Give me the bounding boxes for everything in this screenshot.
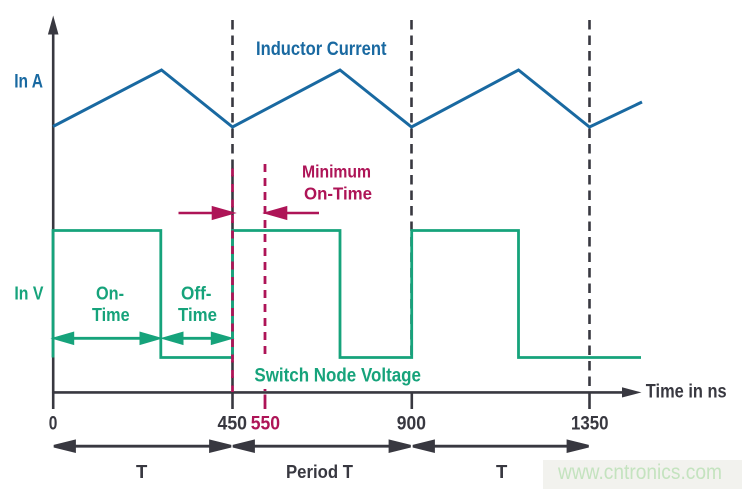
svg-text:Time in ns: Time in ns (646, 382, 727, 403)
svg-text:1350: 1350 (571, 414, 609, 435)
svg-text:550: 550 (251, 414, 280, 435)
svg-text:Time: Time (178, 305, 217, 325)
svg-text:450: 450 (218, 414, 248, 435)
svg-text:900: 900 (397, 414, 426, 435)
svg-text:On-: On- (96, 284, 124, 304)
svg-text:0: 0 (49, 414, 58, 435)
svg-text:In A: In A (14, 71, 43, 92)
svg-text:Time: Time (92, 305, 130, 325)
svg-text:On-Time: On-Time (304, 184, 372, 204)
svg-text:T: T (496, 461, 508, 482)
svg-text:Period T: Period T (286, 461, 354, 482)
svg-text:Minimum: Minimum (302, 161, 371, 181)
svg-text:Switch Node Voltage: Switch Node Voltage (254, 366, 421, 387)
svg-text:www.cntronics.com: www.cntronics.com (557, 461, 722, 484)
svg-text:Inductor Current: Inductor Current (256, 39, 387, 60)
svg-text:T: T (136, 461, 148, 482)
svg-text:Off-: Off- (181, 284, 212, 304)
svg-text:In V: In V (14, 284, 43, 304)
